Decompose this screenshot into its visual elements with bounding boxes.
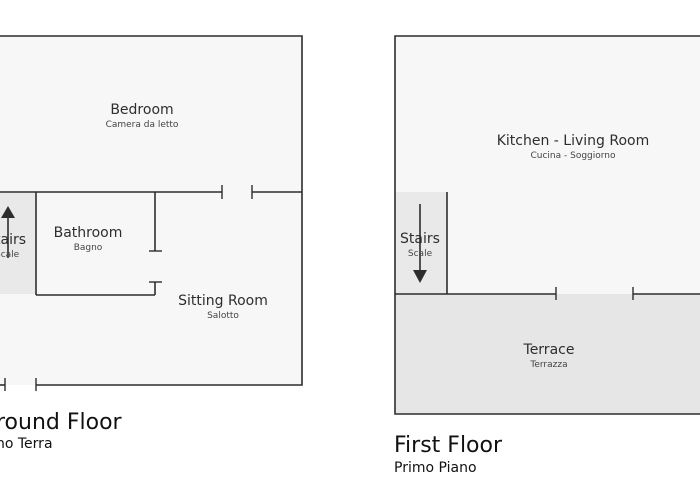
first-stairs-sublabel: Scale <box>408 249 433 259</box>
ground-stairs-sublabel: Scale <box>0 250 20 260</box>
first-floor-title: First Floor <box>394 433 503 458</box>
first-stairs-label: Stairs <box>400 231 440 247</box>
arrow-up-icon <box>1 206 15 218</box>
ground-floor-plan: Bedroom Camera da letto Bathroom Bagno t… <box>0 35 303 452</box>
ground-floor-title: round Floor <box>0 410 123 435</box>
bathroom-sublabel: Bagno <box>74 243 103 253</box>
terrace-sublabel: Terrazza <box>529 360 567 370</box>
arrow-down-icon <box>413 270 427 283</box>
kitchen-living-label: Kitchen - Living Room <box>497 133 650 149</box>
sitting-room-sublabel: Salotto <box>207 311 239 321</box>
first-outer-wall <box>394 35 700 415</box>
first-floor-subtitle: Primo Piano <box>394 460 477 476</box>
sitting-room-label: Sitting Room <box>178 293 268 309</box>
ground-floor-area <box>0 36 302 385</box>
kitchen-living-sublabel: Cucina - Soggiorno <box>530 151 616 161</box>
ground-outer-wall <box>0 35 303 386</box>
terrace-area <box>395 294 700 414</box>
terrace-label: Terrace <box>523 342 575 358</box>
bedroom-sublabel: Camera da letto <box>106 120 179 130</box>
ground-floor-subtitle: no Terra <box>0 436 53 452</box>
bedroom-label: Bedroom <box>110 102 173 118</box>
ground-stairs-label: tairs <box>0 232 26 248</box>
first-floor-plan: Kitchen - Living Room Cucina - Soggiorno… <box>394 35 700 476</box>
bathroom-label: Bathroom <box>54 225 123 241</box>
